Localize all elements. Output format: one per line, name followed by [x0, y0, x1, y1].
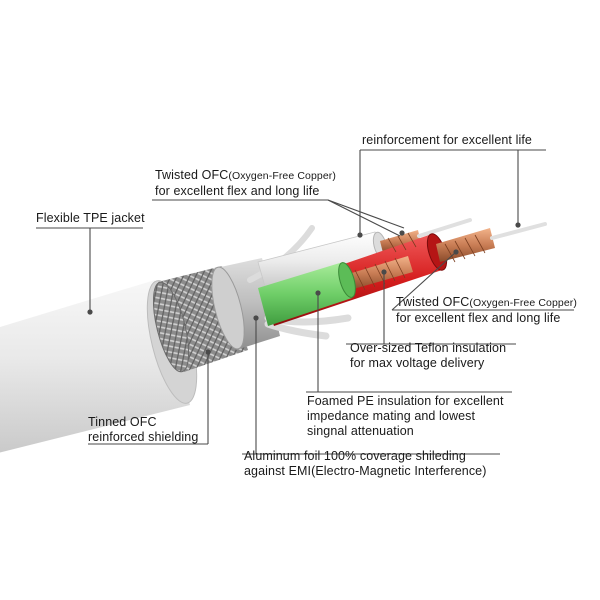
label-twisted-top-line1a: Twisted OFC — [155, 168, 229, 182]
label-shield-line2: reinforced shielding — [88, 430, 199, 444]
label-twisted-ofc-top: Twisted OFC(Oxygen-Free Copper) for exce… — [155, 168, 336, 199]
copper-strands — [345, 232, 486, 291]
green-core — [258, 262, 356, 326]
label-twisted-right-line1a: Twisted OFC — [396, 295, 470, 309]
label-foamed-line2: impedance mating and lowest — [307, 409, 476, 423]
label-teflon: Over-sized Teflon insulation for max vol… — [350, 341, 506, 371]
label-tinned-ofc-shielding: Tinned OFC reinforced shielding — [88, 415, 198, 445]
label-twisted-top-line2: for excellent flex and long life — [155, 184, 320, 198]
label-foil-line2: against EMI(Electro-Magnetic Interferenc… — [244, 464, 487, 478]
label-twisted-top-line1b: (Oxygen-Free Copper) — [228, 170, 336, 182]
label-foil-line1: Aluminum foil 100% coverage shileding — [244, 449, 466, 463]
label-shield-line1: Tinned OFC — [88, 415, 157, 429]
label-twisted-right-line1b: (Oxygen-Free Copper) — [469, 297, 577, 309]
label-reinforcement: reinforcement for excellent life — [362, 133, 532, 147]
label-twisted-ofc-right: Twisted OFC(Oxygen-Free Copper) for exce… — [396, 295, 577, 326]
label-aluminum-foil: Aluminum foil 100% coverage shileding ag… — [244, 449, 487, 479]
leader-dots — [87, 222, 521, 355]
label-teflon-line1: Over-sized Teflon insulation — [350, 341, 507, 355]
label-foamed-pe: Foamed PE insulation for excellent imped… — [307, 394, 504, 439]
leader-lines — [36, 149, 574, 455]
label-teflon-line2: for max voltage delivery — [350, 356, 485, 370]
label-tpe-jacket: Flexible TPE jacket — [36, 211, 145, 225]
label-foamed-line3: singnal attenuation — [307, 424, 414, 438]
label-twisted-right-line2: for excellent flex and long life — [396, 311, 561, 325]
label-foamed-line1: Foamed PE insulation for excellent — [307, 394, 504, 408]
